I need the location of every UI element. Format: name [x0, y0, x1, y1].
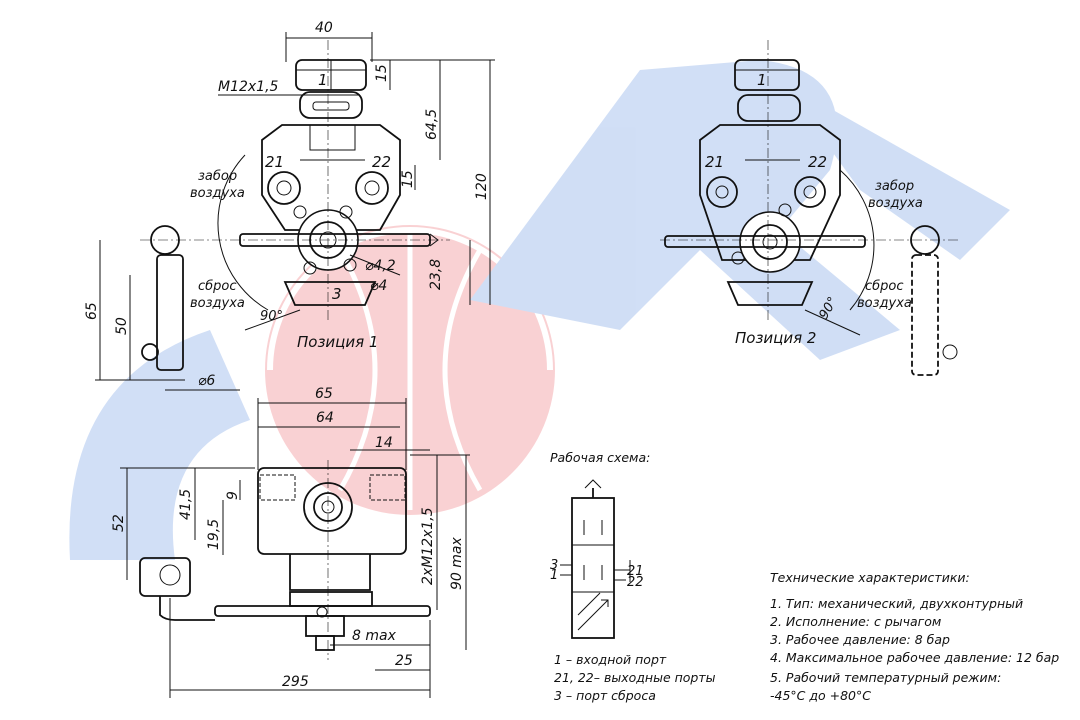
dim-15b: 15 [400, 170, 416, 188]
scheme-title: Рабочая схема: [550, 450, 651, 465]
spec-item-6: -45°C до +80°C [770, 688, 871, 703]
spec-item-3: 3. Рабочее давление: 8 бар [770, 632, 950, 647]
valve-front-view: 65 64 14 9 41,5 19,5 52 2xM12x1,5 90 max… [111, 386, 470, 698]
port-1-label-pos2: 1 [757, 71, 767, 89]
dim-19-5: 19,5 [206, 519, 222, 550]
dim-64-5: 64,5 [424, 109, 440, 140]
scheme-port-22: 22 [627, 575, 644, 590]
dim-8-max: 8 max [352, 628, 397, 644]
spec-item-1: 1. Тип: механический, двухконтурный [770, 596, 1024, 611]
scheme-port-3: 3 [550, 558, 558, 573]
legend-item-1: 1 – входной порт [554, 652, 667, 667]
air-release-label-2: воздуха [190, 296, 245, 311]
watermark-logo [69, 60, 1010, 560]
working-scheme: 3 1 21 22 [550, 479, 644, 639]
dim-90-max: 90 max [449, 537, 465, 590]
air-intake-pos2-1: забор [875, 179, 914, 194]
legend-item-3: 3 – порт сброса [554, 688, 656, 703]
dim-23-8: 23,8 [428, 259, 444, 290]
dim-m12: M12x1,5 [218, 79, 279, 95]
port-21-label-pos2: 21 [705, 153, 724, 171]
dim-64: 64 [316, 410, 334, 426]
spec-item-5: 5. Рабочий температурный режим: [770, 670, 1002, 685]
legend-item-2: 21, 22– выходные порты [554, 670, 716, 685]
dim-d6: ⌀6 [198, 373, 215, 389]
specs-title: Технические характеристики: [770, 570, 970, 585]
position-1-title: Позиция 1 [297, 333, 378, 351]
port-22-label-pos2: 22 [808, 153, 827, 171]
valve-position-1: 40 M12x1,5 1 15 64,5 120 15 ⌀4,2 ⌀4 23,8… [84, 20, 495, 391]
port-3-label: 3 [332, 285, 342, 303]
air-release-pos2-1: сброс [865, 279, 904, 294]
angle-label-1: 90° [260, 309, 283, 324]
spec-item-2: 2. Исполнение: с рычагом [770, 614, 942, 629]
dim-d4: ⌀4 [370, 278, 387, 294]
dim-15a: 15 [374, 64, 390, 82]
dim-9: 9 [225, 491, 241, 500]
dim-120: 120 [474, 173, 490, 200]
dim-25: 25 [395, 653, 413, 669]
dim-d4-2: ⌀4,2 [365, 258, 396, 274]
dim-52: 52 [111, 514, 127, 532]
dim-50: 50 [114, 317, 130, 335]
port-21-label: 21 [265, 153, 284, 171]
spec-item-4: 4. Максимальное рабочее давление: 12 бар [770, 650, 1060, 665]
dim-2xm12: 2xM12x1,5 [420, 507, 436, 585]
scheme-port-1: 1 [550, 568, 558, 583]
dim-40: 40 [315, 20, 333, 36]
port-1-label: 1 [318, 71, 328, 89]
dim-41-5: 41,5 [178, 489, 194, 520]
dim-295: 295 [282, 674, 309, 690]
dim-14: 14 [375, 435, 393, 451]
scheme-port-21: 21 [627, 564, 644, 579]
port-22-label: 22 [372, 153, 391, 171]
dim-65-horizontal: 65 [315, 386, 333, 402]
air-intake-label-1: забор [198, 169, 237, 184]
air-intake-pos2-2: воздуха [868, 196, 923, 211]
air-release-label-1: сброс [198, 279, 237, 294]
air-release-pos2-2: воздуха [857, 296, 912, 311]
position-2-title: Позиция 2 [735, 329, 816, 347]
air-intake-label-2: воздуха [190, 186, 245, 201]
dim-65-vertical: 65 [84, 302, 100, 320]
